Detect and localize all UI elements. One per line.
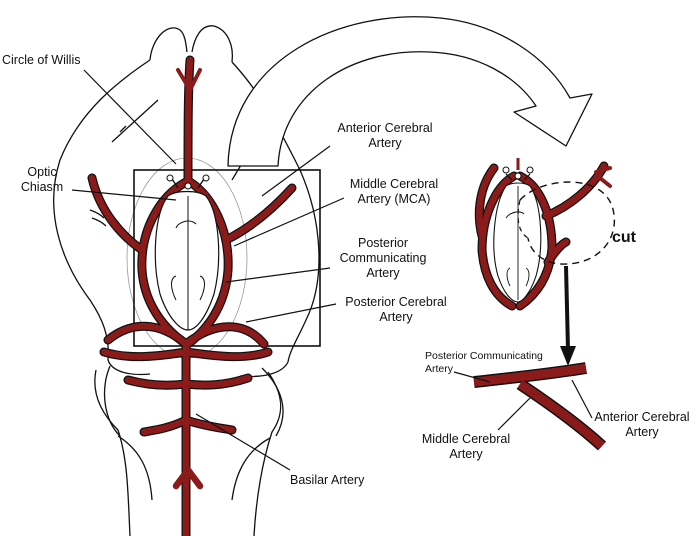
label-basilar-artery: Basilar Artery <box>290 473 364 488</box>
cut-outline <box>519 181 616 265</box>
label-basilar-artery-text: Basilar Artery <box>290 473 365 487</box>
label-posterior-communicating-artery: Posterior Communicating Artery <box>328 236 438 281</box>
label-posterior-communicating-line3: Artery <box>366 266 400 280</box>
label-posterior-cerebral-line2: Artery <box>379 310 413 324</box>
label-detail-posterior-communicating-line1: Posterior Communicating <box>425 350 543 362</box>
label-detail-middle-cerebral-line1: Middle Cerebral <box>421 432 511 446</box>
label-middle-cerebral-line1: Middle Cerebral <box>349 177 439 191</box>
label-posterior-cerebral-line1: Posterior Cerebral <box>345 295 447 309</box>
label-detail-anterior-cerebral-line1: Anterior Cerebral <box>594 410 690 424</box>
label-detail-anterior-cerebral: Anterior Cerebral Artery <box>586 410 698 440</box>
label-anterior-cerebral-line1: Anterior Cerebral <box>337 121 433 135</box>
label-optic-chiasm-line2: Chiasm <box>20 180 64 194</box>
label-detail-middle-cerebral-line2: Artery <box>449 447 483 461</box>
label-anterior-cerebral-artery: Anterior Cerebral Artery <box>326 121 444 151</box>
label-detail-anterior-cerebral-line2: Artery <box>625 425 659 439</box>
arteries-left-fill <box>88 56 296 536</box>
label-posterior-communicating-line2: Communicating <box>339 251 427 265</box>
label-detail-posterior-communicating: Posterior Communicating Artery <box>425 350 543 376</box>
detail-arteries <box>476 162 612 310</box>
down-arrow <box>564 265 570 351</box>
label-anterior-cerebral-line2: Artery <box>368 136 402 150</box>
label-cut-text: cut <box>612 229 636 246</box>
label-optic-chiasm: Optic Chiasm <box>10 165 74 195</box>
detail-center <box>493 158 542 303</box>
label-posterior-cerebral-artery: Posterior Cerebral Artery <box>334 295 458 325</box>
label-cut: cut <box>612 229 636 246</box>
label-circle-of-willis-text: Circle of Willis <box>2 53 81 67</box>
optic-chiasm-region <box>154 174 220 331</box>
label-detail-middle-cerebral: Middle Cerebral Artery <box>410 432 522 462</box>
transfer-arrow <box>227 16 593 167</box>
label-optic-chiasm-line1: Optic <box>27 165 57 179</box>
label-middle-cerebral-line2: Artery (MCA) <box>357 192 431 206</box>
label-detail-posterior-communicating-line2: Artery <box>425 363 454 375</box>
leader-lines <box>71 69 593 471</box>
selection-box <box>133 169 321 347</box>
label-circle-of-willis: Circle of Willis <box>2 53 80 68</box>
label-middle-cerebral-artery: Middle Cerebral Artery (MCA) <box>338 177 450 207</box>
label-posterior-communicating-line1: Posterior <box>357 236 409 250</box>
